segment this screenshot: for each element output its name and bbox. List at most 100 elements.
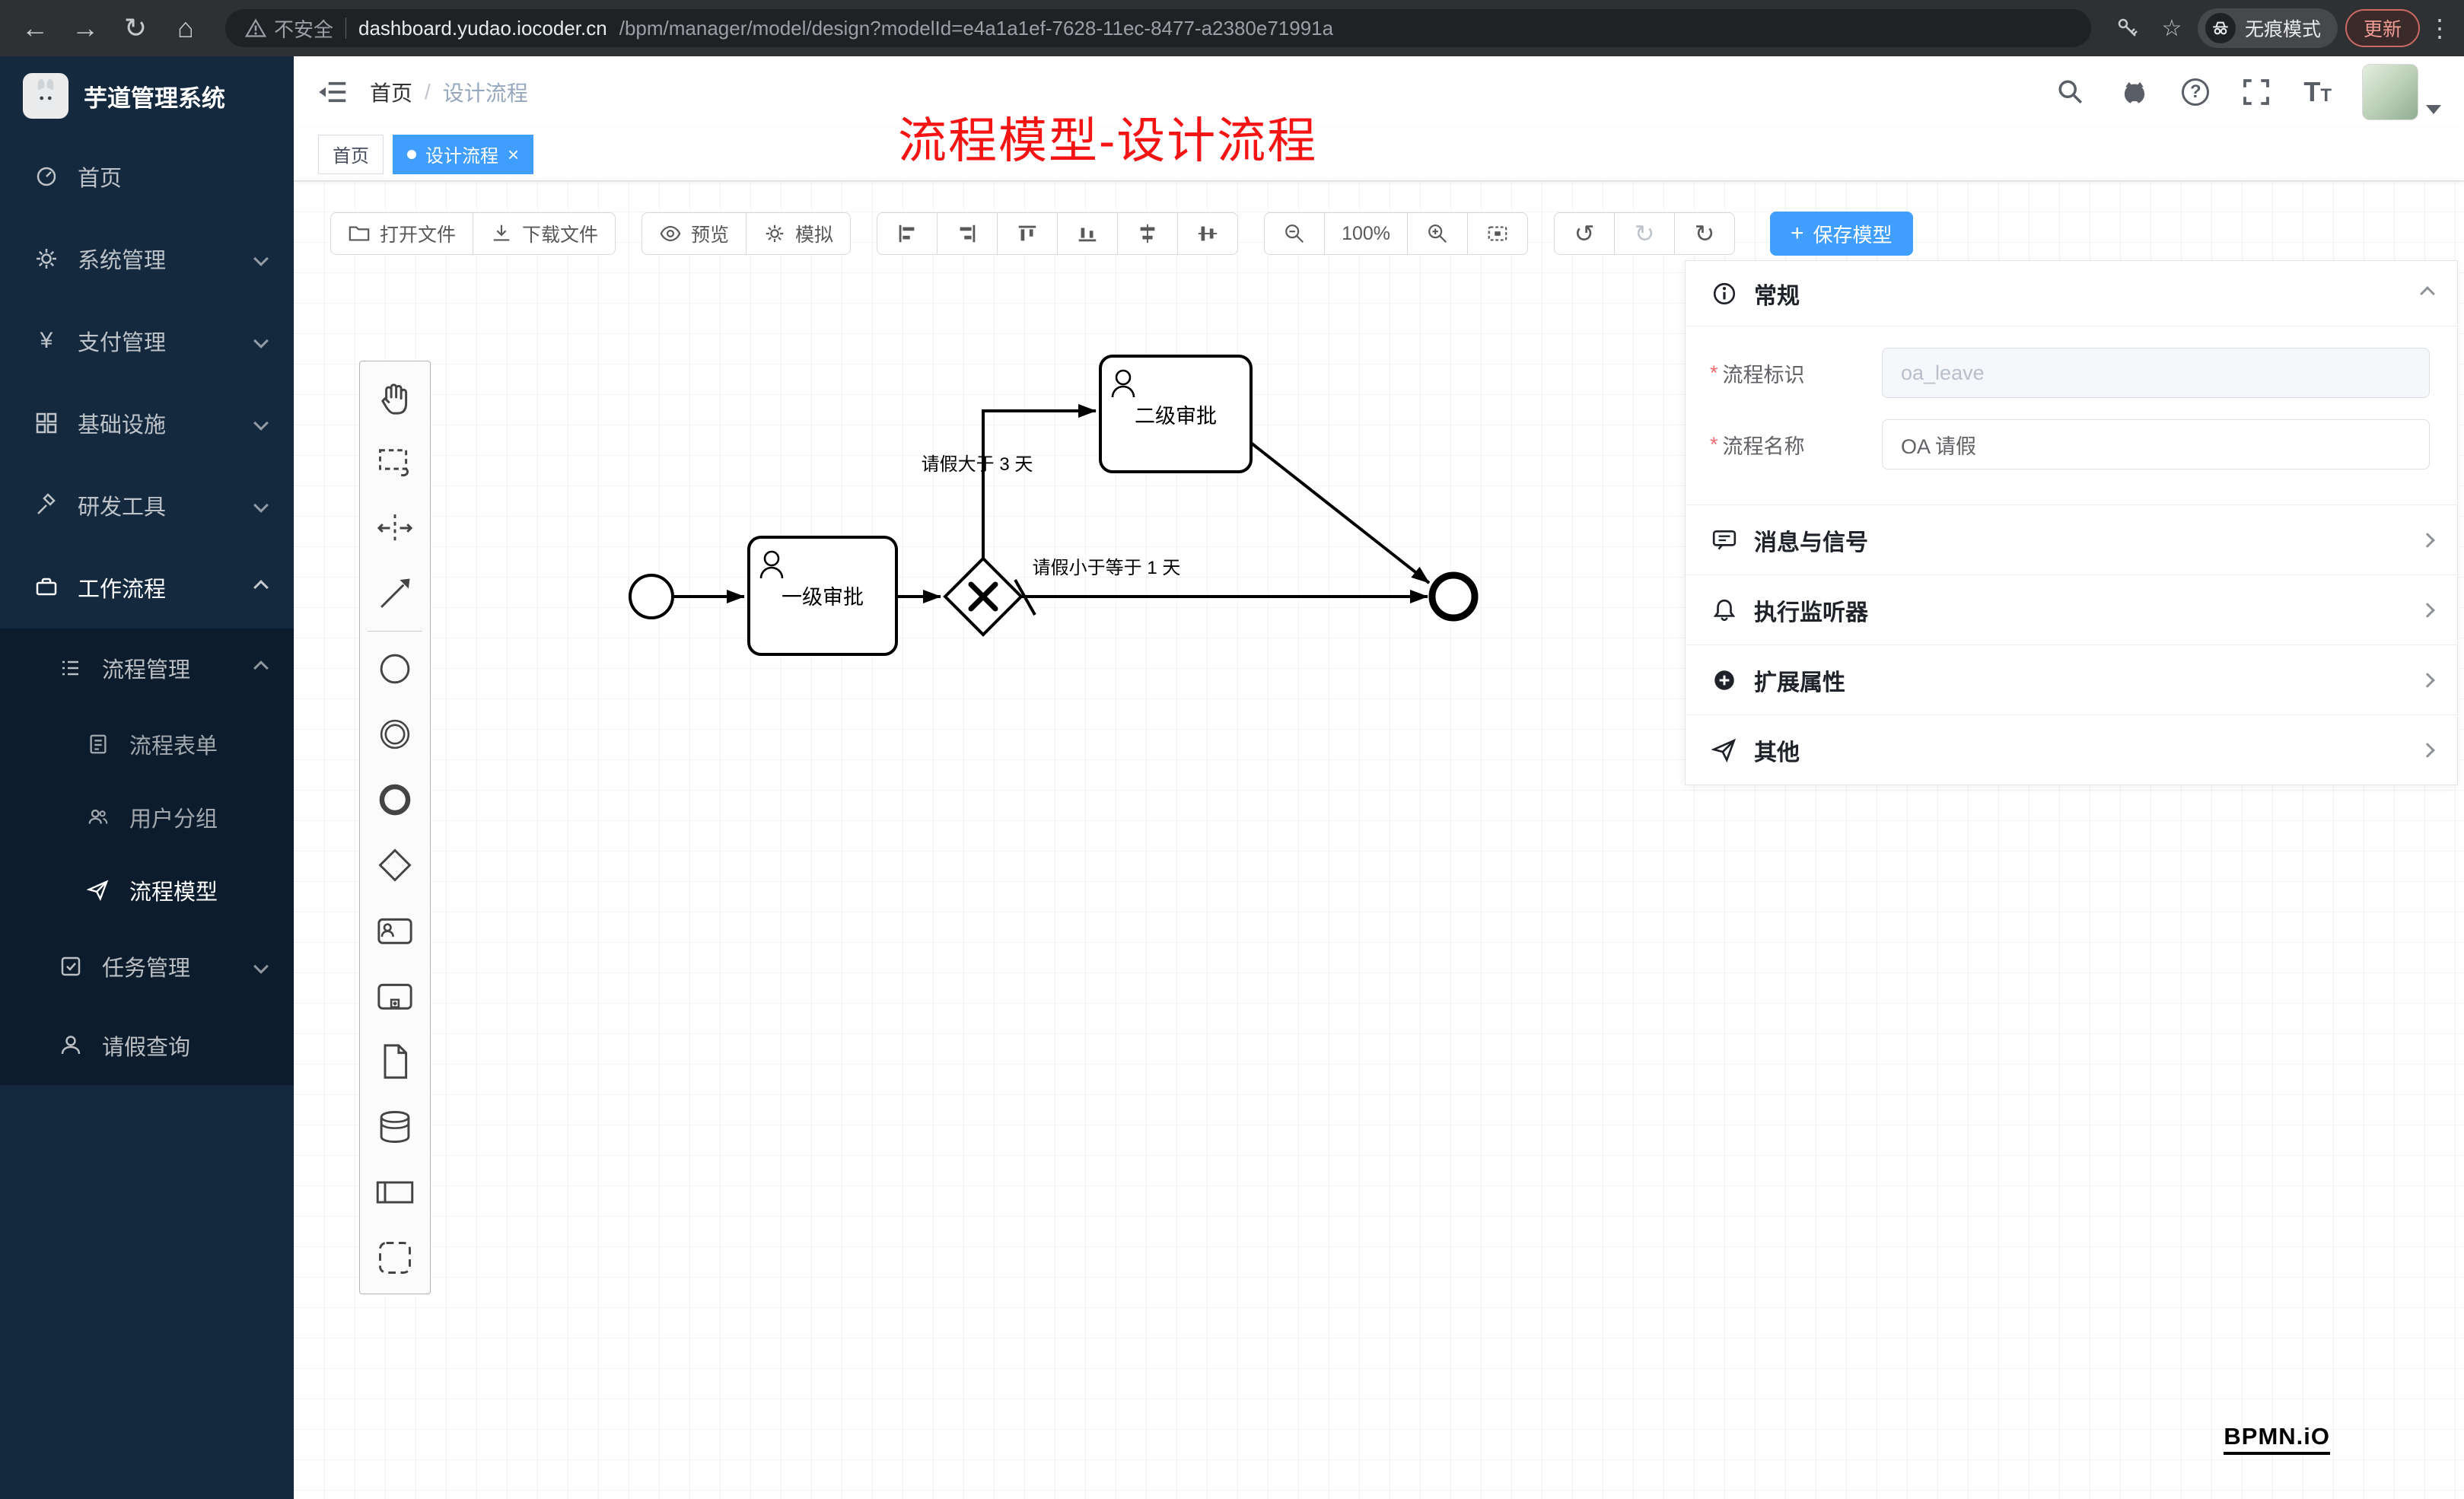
process-key-input bbox=[1882, 348, 2430, 398]
zoom-level[interactable]: 100% bbox=[1324, 212, 1408, 255]
sidebar-item-infrastructure[interactable]: 基础设施 bbox=[0, 382, 294, 464]
align-center-button[interactable] bbox=[1117, 212, 1178, 255]
task-node-level1[interactable]: 一级审批 bbox=[749, 537, 896, 654]
github-icon[interactable] bbox=[2118, 75, 2151, 109]
simulate-button[interactable]: 模拟 bbox=[746, 212, 851, 255]
sidebar-item-process-model[interactable]: 流程模型 bbox=[0, 854, 294, 927]
sidebar-item-payment[interactable]: ¥ 支付管理 bbox=[0, 300, 294, 382]
sidebar-item-label: 支付管理 bbox=[78, 325, 166, 357]
bell-icon bbox=[1710, 596, 1739, 625]
sidebar-collapse-icon[interactable] bbox=[317, 75, 350, 109]
restart-button[interactable]: ↻ bbox=[1674, 212, 1735, 255]
create-group[interactable] bbox=[360, 1225, 430, 1291]
url-bar[interactable]: 不安全 dashboard.yudao.iocoder.cn/bpm/manag… bbox=[225, 9, 2091, 47]
home-button[interactable]: ⌂ bbox=[164, 7, 207, 49]
fit-viewport-button[interactable] bbox=[1467, 212, 1528, 255]
sidebar-item-system[interactable]: 系统管理 bbox=[0, 218, 294, 300]
create-gateway[interactable] bbox=[360, 832, 430, 898]
bpmn-io-logo[interactable]: BPMN.iO bbox=[2224, 1423, 2330, 1455]
tab-design-process[interactable]: 设计流程 × bbox=[393, 135, 533, 174]
incognito-icon bbox=[2205, 13, 2236, 43]
sidebar-item-devtools[interactable]: 研发工具 bbox=[0, 464, 294, 546]
end-event-node[interactable] bbox=[1432, 575, 1475, 618]
browser-menu-icon[interactable]: ⋮ bbox=[2427, 14, 2450, 43]
sidebar-item-process-management[interactable]: 流程管理 bbox=[0, 629, 294, 708]
panel-section-general[interactable]: 常规 bbox=[1686, 261, 2457, 326]
not-secure-warning[interactable]: 不安全 bbox=[245, 14, 333, 43]
create-user-task[interactable] bbox=[360, 898, 430, 963]
key-icon[interactable] bbox=[2109, 10, 2146, 46]
lasso-tool[interactable] bbox=[360, 430, 430, 495]
update-button[interactable]: 更新 bbox=[2345, 9, 2420, 47]
create-intermediate-event[interactable] bbox=[360, 702, 430, 767]
search-icon[interactable] bbox=[2054, 75, 2087, 109]
sidebar-item-label: 工作流程 bbox=[78, 571, 166, 603]
align-button-group bbox=[877, 212, 1238, 255]
bpmn-canvas[interactable]: 打开文件 下载文件 预览 bbox=[294, 181, 2464, 1499]
panel-section-listeners[interactable]: 执行监听器 bbox=[1686, 574, 2457, 644]
align-left-button[interactable] bbox=[877, 212, 938, 255]
create-call-activity[interactable] bbox=[360, 963, 430, 1029]
zoom-in-button[interactable] bbox=[1407, 212, 1468, 255]
sequence-flow[interactable] bbox=[1251, 443, 1429, 583]
panel-section-extensions[interactable]: 扩展属性 bbox=[1686, 644, 2457, 714]
save-model-button[interactable]: + 保存模型 bbox=[1770, 212, 1913, 256]
sidebar-item-process-form[interactable]: 流程表单 bbox=[0, 708, 294, 781]
user-menu[interactable] bbox=[2362, 64, 2441, 120]
chevron-right-icon bbox=[2420, 673, 2435, 688]
sidebar-item-task-management[interactable]: 任务管理 bbox=[0, 927, 294, 1006]
start-event-node[interactable] bbox=[630, 575, 673, 618]
align-top-button[interactable] bbox=[997, 212, 1058, 255]
bookmark-star-icon[interactable]: ☆ bbox=[2154, 10, 2190, 46]
help-icon[interactable]: ? bbox=[2182, 78, 2209, 106]
default-flow-marker bbox=[1015, 580, 1035, 615]
align-bottom-button[interactable] bbox=[1057, 212, 1118, 255]
form-icon bbox=[85, 731, 111, 757]
close-icon[interactable]: × bbox=[508, 145, 519, 164]
zoom-out-button[interactable] bbox=[1264, 212, 1325, 255]
sequence-flow-condition-upper[interactable] bbox=[983, 411, 1096, 559]
sidebar-item-workflow[interactable]: 工作流程 bbox=[0, 546, 294, 629]
task-node-level2[interactable]: 二级审批 bbox=[1100, 356, 1251, 472]
tab-home[interactable]: 首页 bbox=[318, 135, 384, 174]
create-participant[interactable] bbox=[360, 1160, 430, 1225]
sidebar-item-label: 系统管理 bbox=[78, 243, 166, 275]
undo-button[interactable]: ↺ bbox=[1554, 212, 1615, 255]
space-tool[interactable] bbox=[360, 495, 430, 561]
fullscreen-icon[interactable] bbox=[2240, 75, 2273, 109]
create-start-event[interactable] bbox=[360, 636, 430, 702]
breadcrumb-current: 设计流程 bbox=[443, 77, 528, 107]
avatar[interactable] bbox=[2362, 64, 2418, 120]
sidebar-item-user-group[interactable]: 用户分组 bbox=[0, 781, 294, 854]
create-data-object[interactable] bbox=[360, 1029, 430, 1094]
sidebar-item-label: 流程管理 bbox=[102, 652, 190, 684]
sidebar-item-home[interactable]: 首页 bbox=[0, 135, 294, 218]
process-name-input[interactable] bbox=[1882, 419, 2430, 469]
forward-button[interactable]: → bbox=[64, 7, 107, 49]
logo[interactable]: 芋道管理系统 bbox=[0, 56, 294, 135]
hand-tool[interactable] bbox=[360, 364, 430, 430]
button-label: 下载文件 bbox=[522, 220, 598, 247]
back-button[interactable]: ← bbox=[14, 7, 56, 49]
create-end-event[interactable] bbox=[360, 767, 430, 832]
sidebar-item-leave-query[interactable]: 请假查询 bbox=[0, 1006, 294, 1085]
flow-condition-label-lower: 请假小于等于 1 天 bbox=[1033, 558, 1181, 578]
align-middle-button[interactable] bbox=[1177, 212, 1238, 255]
panel-section-messages[interactable]: 消息与信号 bbox=[1686, 504, 2457, 574]
font-size-icon[interactable]: TT bbox=[2303, 76, 2332, 108]
global-connect-tool[interactable] bbox=[360, 561, 430, 626]
create-data-store[interactable] bbox=[360, 1094, 430, 1160]
reload-button[interactable]: ↻ bbox=[114, 7, 157, 49]
gear-icon bbox=[33, 246, 59, 272]
open-file-button[interactable]: 打开文件 bbox=[330, 212, 473, 255]
panel-section-other[interactable]: 其他 bbox=[1686, 714, 2457, 785]
sidebar-item-label: 首页 bbox=[78, 161, 122, 193]
preview-button[interactable]: 预览 bbox=[641, 212, 747, 255]
align-right-button[interactable] bbox=[937, 212, 998, 255]
exclusive-gateway-node[interactable] bbox=[945, 559, 1021, 635]
redo-button[interactable]: ↻ bbox=[1614, 212, 1675, 255]
process-name-label: *流程名称 bbox=[1710, 430, 1882, 460]
chevron-up-icon bbox=[253, 660, 269, 676]
breadcrumb-home[interactable]: 首页 bbox=[370, 77, 412, 107]
download-file-button[interactable]: 下载文件 bbox=[473, 212, 616, 255]
